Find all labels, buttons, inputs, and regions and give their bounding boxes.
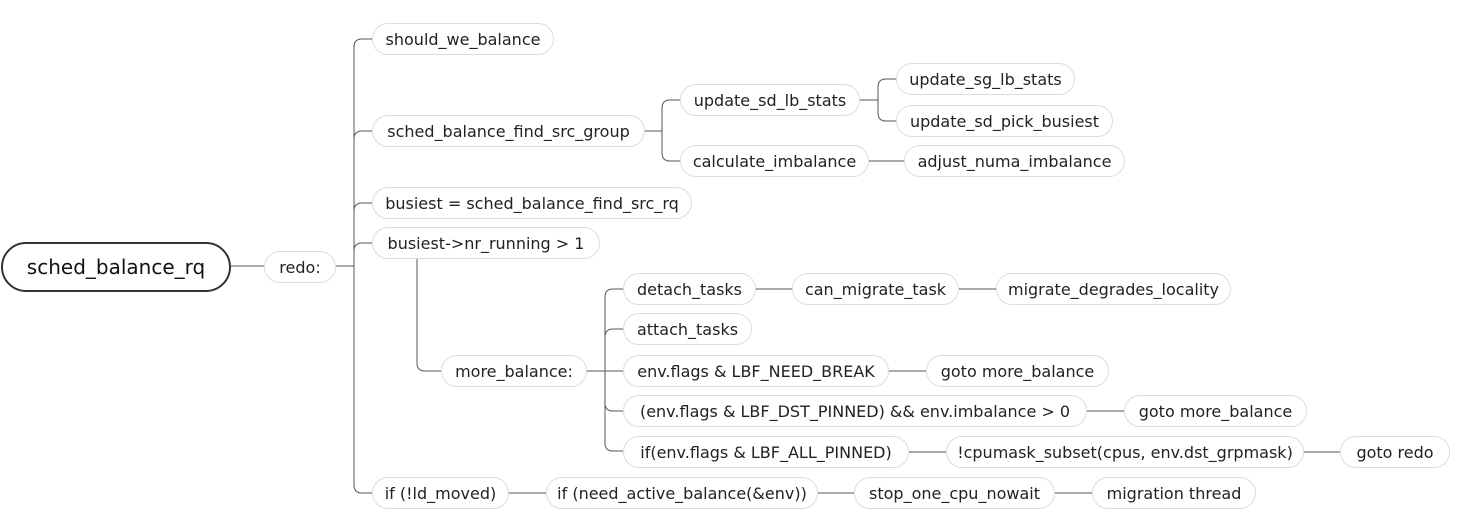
node-more-balance: more_balance: xyxy=(441,355,587,387)
node-migrate-degrades-locality: migrate_degrades_locality xyxy=(996,273,1231,305)
edge-redo-nr-running xyxy=(353,242,372,252)
edge-more-balance-lower xyxy=(604,371,623,452)
node-can-migrate-task: can_migrate_task xyxy=(792,273,959,305)
node-attach-tasks: attach_tasks xyxy=(623,313,752,345)
edge-to-attach-tasks xyxy=(604,328,623,338)
node-need-active-balance: if (need_active_balance(&env)) xyxy=(546,477,818,509)
node-goto-more-balance-1: goto more_balance xyxy=(926,355,1109,387)
node-detach-tasks: detach_tasks xyxy=(623,273,756,305)
node-dst-pinned: (env.flags & LBF_DST_PINNED) && env.imba… xyxy=(623,395,1087,427)
node-redo: redo: xyxy=(264,251,336,283)
node-find-src-group: sched_balance_find_src_group xyxy=(372,115,645,147)
node-update-sd-pick-busiest: update_sd_pick_busiest xyxy=(896,105,1113,137)
edge-nr-running-more-balance xyxy=(416,259,441,372)
edge-to-dst-pinned xyxy=(604,402,623,412)
node-if-not-ld-moved: if (!ld_moved) xyxy=(372,477,509,509)
edge-to-update-sd-pick-busiest xyxy=(877,100,896,122)
edge-redo-busiest-find xyxy=(353,202,372,212)
node-migration-thread: migration thread xyxy=(1092,477,1256,509)
node-update-sd-lb-stats: update_sd_lb_stats xyxy=(680,84,860,116)
root-node: sched_balance_rq xyxy=(1,242,231,292)
node-goto-redo: goto redo xyxy=(1340,436,1450,468)
edge-to-calculate-imbalance xyxy=(661,131,680,162)
node-cpumask-subset: !cpumask_subset(cpus, env.dst_grpmask) xyxy=(946,436,1304,468)
edge-to-update-sd-lb-stats xyxy=(661,99,680,131)
edge-redo-bracket xyxy=(336,38,372,267)
node-busiest-find-src-rq: busiest = sched_balance_find_src_rq xyxy=(372,187,692,219)
edge-redo-find-src-group xyxy=(353,130,372,140)
node-busiest-nr-running: busiest->nr_running > 1 xyxy=(372,227,600,259)
node-adjust-numa-imbalance: adjust_numa_imbalance xyxy=(904,145,1125,177)
node-goto-more-balance-2: goto more_balance xyxy=(1124,395,1307,427)
node-need-break: env.flags & LBF_NEED_BREAK xyxy=(623,355,889,387)
node-update-sg-lb-stats: update_sg_lb_stats xyxy=(896,63,1075,95)
edge-more-balance-bracket xyxy=(587,288,623,372)
node-all-pinned: if(env.flags & LBF_ALL_PINNED) xyxy=(623,436,909,468)
node-should-we-balance: should_we_balance xyxy=(372,23,554,55)
node-calculate-imbalance: calculate_imbalance xyxy=(680,145,869,177)
node-stop-one-cpu-nowait: stop_one_cpu_nowait xyxy=(854,477,1055,509)
edge-to-update-sg-lb-stats xyxy=(877,78,896,100)
edge-redo-ld-moved xyxy=(353,266,372,494)
